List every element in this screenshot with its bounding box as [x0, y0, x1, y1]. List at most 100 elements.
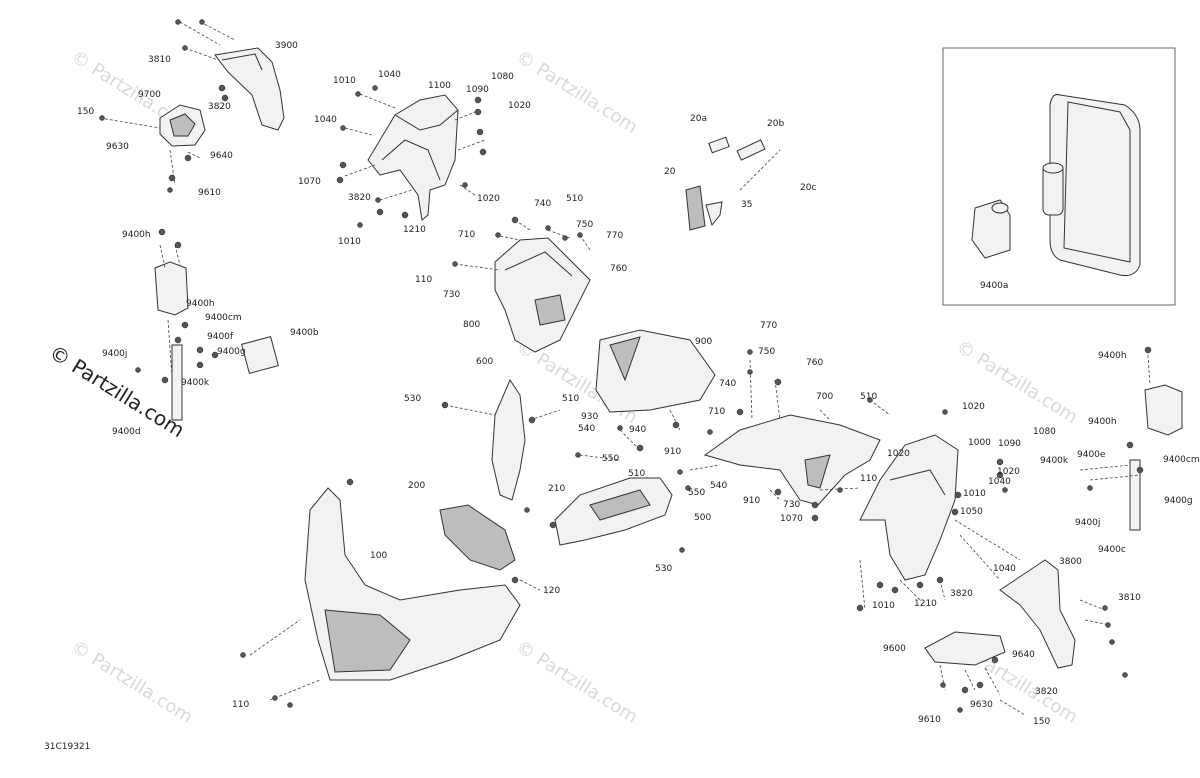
callout-110: 110	[232, 700, 249, 710]
bracket-9600	[924, 631, 1006, 666]
diagram-id: 31C19321	[44, 742, 91, 752]
watermark: © Partzilla.com	[512, 46, 641, 137]
callout-100: 100	[370, 551, 387, 561]
callout-9400j: 9400j	[1075, 518, 1100, 528]
callout-9640: 9640	[210, 151, 233, 161]
callout-9400a: 9400a	[980, 281, 1008, 291]
callout-540: 540	[710, 481, 727, 491]
callout-1080: 1080	[1033, 427, 1056, 437]
callout-760: 760	[806, 358, 823, 368]
callout-760: 760	[610, 264, 627, 274]
bracket-3900	[214, 47, 285, 131]
mirror-inset-part	[971, 94, 1141, 276]
callout-1100: 1100	[428, 81, 451, 91]
callout-120: 120	[543, 586, 560, 596]
callout-1000: 1000	[968, 438, 991, 448]
callout-9400k: 9400k	[181, 378, 210, 388]
callout-3810: 3810	[148, 55, 171, 65]
callout-9640: 9640	[1012, 650, 1035, 660]
callout-930: 930	[581, 412, 598, 422]
callout-9400e: 9400e	[1077, 450, 1106, 460]
watermark: © Partzilla.com	[67, 636, 196, 727]
part-600	[491, 378, 526, 501]
callout-740: 740	[719, 379, 736, 389]
callout-20c: 20c	[800, 183, 816, 193]
callout-1040: 1040	[378, 70, 401, 80]
callout-9400h: 9400h	[122, 230, 151, 240]
callout-770: 770	[606, 231, 623, 241]
callout-530: 530	[655, 564, 672, 574]
hardware	[99, 19, 1152, 713]
callout-550: 550	[602, 454, 619, 464]
watermark: © Partzilla.com	[512, 636, 641, 727]
callout-110: 110	[415, 275, 432, 285]
callout-20b: 20b	[767, 119, 784, 129]
callout-110: 110	[860, 474, 877, 484]
callout-3800: 3800	[1059, 557, 1082, 567]
callout-labels: 3900 3810 3820 9700 150 9630 9640 9610 1…	[77, 41, 1200, 727]
callout-770: 770	[760, 321, 777, 331]
callout-3820: 3820	[1035, 687, 1058, 697]
callout-510: 510	[860, 392, 877, 402]
callout-9610: 9610	[918, 715, 941, 725]
callout-1040: 1040	[314, 115, 337, 125]
bracket-3800	[999, 559, 1076, 669]
callout-740: 740	[534, 199, 551, 209]
callout-710: 710	[458, 230, 475, 240]
duct-500	[554, 477, 673, 546]
callout-1070: 1070	[780, 514, 803, 524]
leader-lines	[99, 21, 1151, 716]
callout-150: 150	[77, 107, 94, 117]
bracket-9700	[159, 104, 206, 147]
callout-3820: 3820	[950, 589, 973, 599]
callout-710: 710	[708, 407, 725, 417]
callout-9400d: 9400d	[112, 427, 141, 437]
callout-600: 600	[476, 357, 493, 367]
callout-910: 910	[664, 447, 681, 457]
callout-730: 730	[783, 500, 800, 510]
callout-20a: 20a	[690, 114, 707, 124]
callout-9630: 9630	[106, 142, 129, 152]
callout-9400c: 9400c	[1098, 545, 1126, 555]
callout-1070: 1070	[298, 177, 321, 187]
callout-1020: 1020	[962, 402, 985, 412]
callout-1020: 1020	[997, 467, 1020, 477]
callout-1020: 1020	[477, 194, 500, 204]
callout-1010: 1010	[333, 76, 356, 86]
callout-530: 530	[404, 394, 421, 404]
callout-9400g: 9400g	[217, 347, 246, 357]
callout-3810: 3810	[1118, 593, 1141, 603]
callout-9610: 9610	[198, 188, 221, 198]
callout-20: 20	[664, 167, 676, 177]
callout-900: 900	[695, 337, 712, 347]
panel-800	[494, 237, 591, 353]
callout-1040: 1040	[993, 564, 1016, 574]
watermarks: © Partzilla.com © Partzilla.com © Partzi…	[67, 46, 1081, 727]
panel-700	[703, 414, 881, 506]
callout-35: 35	[741, 200, 752, 210]
callout-9700: 9700	[138, 90, 161, 100]
callout-540: 540	[578, 424, 595, 434]
callout-9400b: 9400b	[290, 328, 319, 338]
callout-1010: 1010	[872, 601, 895, 611]
callout-1080: 1080	[491, 72, 514, 82]
callout-1020: 1020	[508, 101, 531, 111]
callout-3820: 3820	[348, 193, 371, 203]
callout-510: 510	[562, 394, 579, 404]
callout-9400h: 9400h	[186, 299, 215, 309]
mirror-right	[1129, 384, 1183, 531]
callout-9400g: 9400g	[1164, 496, 1193, 506]
callout-940: 940	[629, 425, 646, 435]
mirror-left	[154, 261, 279, 421]
callout-1210: 1210	[403, 225, 426, 235]
callout-1040: 1040	[988, 477, 1011, 487]
watermark: © Partzilla.com	[952, 336, 1081, 427]
callout-750: 750	[758, 347, 775, 357]
callout-9630: 9630	[970, 700, 993, 710]
callout-800: 800	[463, 320, 480, 330]
callout-1050: 1050	[960, 507, 983, 517]
callout-510: 510	[566, 194, 583, 204]
bumper-100	[304, 487, 521, 681]
callout-9400k: 9400k	[1040, 456, 1069, 466]
